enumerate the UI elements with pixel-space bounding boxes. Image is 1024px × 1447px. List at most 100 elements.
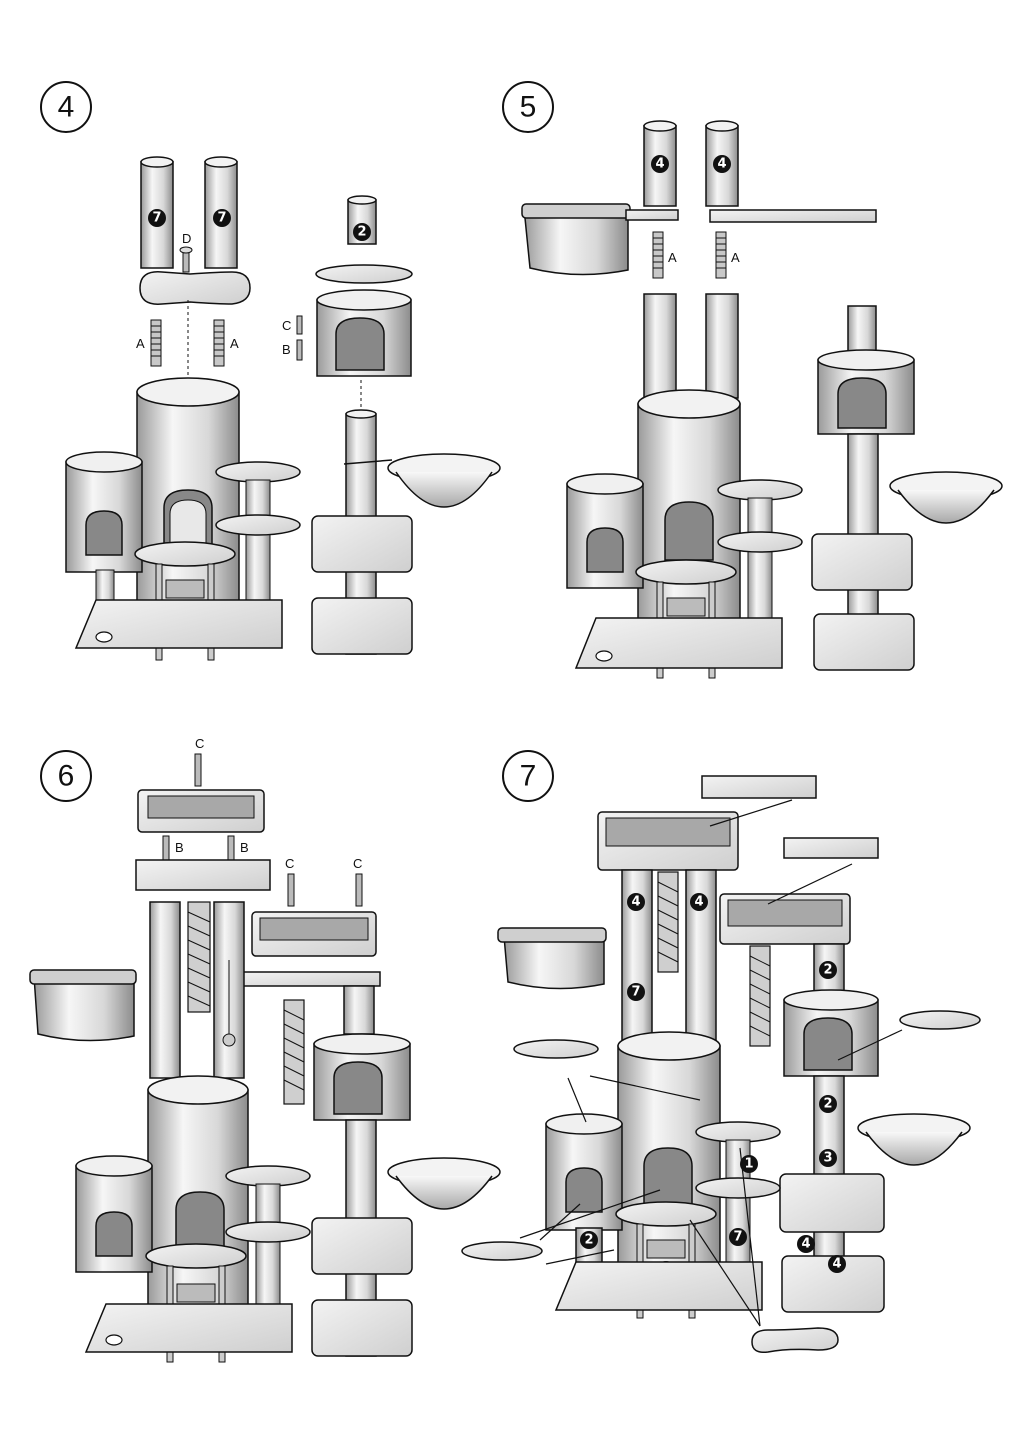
- bolt-a-left: [150, 319, 162, 367]
- step-shelves: [215, 461, 301, 621]
- flat-plank: [709, 209, 877, 223]
- hardware-label-c: C: [195, 736, 204, 751]
- base-hole: [595, 650, 613, 662]
- side-condo-cup: [545, 1113, 623, 1231]
- step-6-number-circle: [40, 750, 92, 802]
- tower-main-drum: [637, 389, 741, 635]
- plush-pad-round: [461, 1241, 543, 1261]
- part-badge-label: 2: [823, 1097, 832, 1112]
- step-4-panel: 4 7 7 D A A: [40, 81, 501, 661]
- part-badge-label: 4: [717, 157, 726, 172]
- part-badge-label: 4: [832, 1257, 841, 1272]
- square-shelf: [311, 515, 413, 573]
- step-shelves: [717, 479, 803, 639]
- bolt-a-right: [715, 231, 727, 279]
- base-plate: [574, 617, 783, 669]
- top-perch-tray: [137, 789, 265, 833]
- right-upper-post: [343, 985, 375, 1035]
- bolt-a-left: [652, 231, 664, 279]
- plush-pad: [701, 775, 817, 799]
- sisal-rope-right: [283, 999, 305, 1105]
- hardware-label-a: A: [731, 250, 740, 265]
- part-badge: [651, 155, 669, 173]
- side-condo-cup: [65, 451, 143, 615]
- part-badge-label: 1: [744, 1157, 753, 1172]
- screw-c: [194, 753, 202, 787]
- step-4-number-circle: [40, 81, 92, 133]
- side-condo-cup: [75, 1155, 153, 1273]
- post-right: [213, 901, 245, 1079]
- side-condo-cup: [566, 473, 644, 589]
- condo-box: [817, 349, 915, 435]
- part-badge-label: 7: [631, 985, 640, 1000]
- part-badge: [213, 209, 231, 227]
- square-shelf: [311, 1217, 413, 1275]
- condo-box: [313, 1033, 411, 1121]
- part-badge: [819, 961, 837, 979]
- tunnel-bed: [497, 927, 607, 990]
- part-badge: [627, 893, 645, 911]
- hardware-label-b: B: [175, 840, 184, 855]
- part-badge: [740, 1155, 758, 1173]
- part-badge-label: 4: [801, 1237, 810, 1252]
- step-6-panel: 6 C B B C C: [29, 736, 501, 1363]
- screw-b: [162, 835, 170, 861]
- part-badge: [713, 155, 731, 173]
- square-base: [813, 613, 915, 671]
- base-hole: [105, 1334, 123, 1346]
- hardware-label-b: B: [282, 342, 291, 357]
- step-5-number-circle: [502, 81, 554, 133]
- square-shelf: [811, 533, 913, 591]
- plush-pad-round: [899, 1010, 981, 1030]
- placement-arrows: [519, 799, 903, 1327]
- part-badge: [627, 983, 645, 1001]
- hardware-label-d: D: [182, 231, 191, 246]
- base-plate: [74, 599, 283, 649]
- part-badge-label: 2: [823, 963, 832, 978]
- sisal-rope: [657, 871, 679, 973]
- part-badge: [580, 1231, 598, 1249]
- step-4-number: 4: [58, 91, 75, 124]
- tunnel-bed: [29, 969, 137, 1042]
- square-base: [311, 597, 413, 655]
- plush-pad: [783, 837, 879, 859]
- post-left: [149, 901, 181, 1079]
- part-badge-label: 2: [584, 1233, 593, 1248]
- part-badge-label: 7: [152, 211, 161, 226]
- part-badge: [353, 223, 371, 241]
- step-7-number: 7: [520, 760, 537, 793]
- plush-pad-round: [513, 1039, 599, 1059]
- platform-bone-plate: [139, 271, 251, 305]
- screw-c: [296, 315, 303, 335]
- screw-b: [227, 835, 235, 861]
- hardware-label-b: B: [240, 840, 249, 855]
- step-7-panel: 7 4 4 7 2: [461, 750, 981, 1354]
- part-badge-label: 4: [655, 157, 664, 172]
- top-perch-tray: [597, 811, 739, 871]
- square-shelf: [779, 1173, 885, 1233]
- part-badge: [828, 1255, 846, 1273]
- hardware-label-a: A: [230, 336, 239, 351]
- part-badge: [148, 209, 166, 227]
- right-perch-tray: [719, 893, 851, 945]
- hammock-bowl: [889, 471, 1003, 524]
- step-6-number: 6: [58, 760, 75, 793]
- part-badge: [819, 1095, 837, 1113]
- base-plate: [84, 1303, 293, 1353]
- sisal-rope: [749, 945, 771, 1047]
- base-hole: [95, 631, 113, 643]
- post-7-left: [140, 156, 174, 269]
- hammock-bowl: [387, 1157, 501, 1210]
- short-post: [847, 305, 877, 353]
- hanging-toy: [222, 960, 236, 1047]
- screw-b: [296, 339, 303, 361]
- hardware-label-c: C: [282, 318, 291, 333]
- condo-box: [316, 289, 412, 377]
- upper-plank: [135, 859, 271, 891]
- part-badge-label: 3: [823, 1151, 832, 1166]
- middle-plank: [239, 971, 381, 987]
- part-badge-label: 4: [694, 895, 703, 910]
- right-perch-tray: [251, 911, 377, 957]
- condo-box: [783, 989, 879, 1077]
